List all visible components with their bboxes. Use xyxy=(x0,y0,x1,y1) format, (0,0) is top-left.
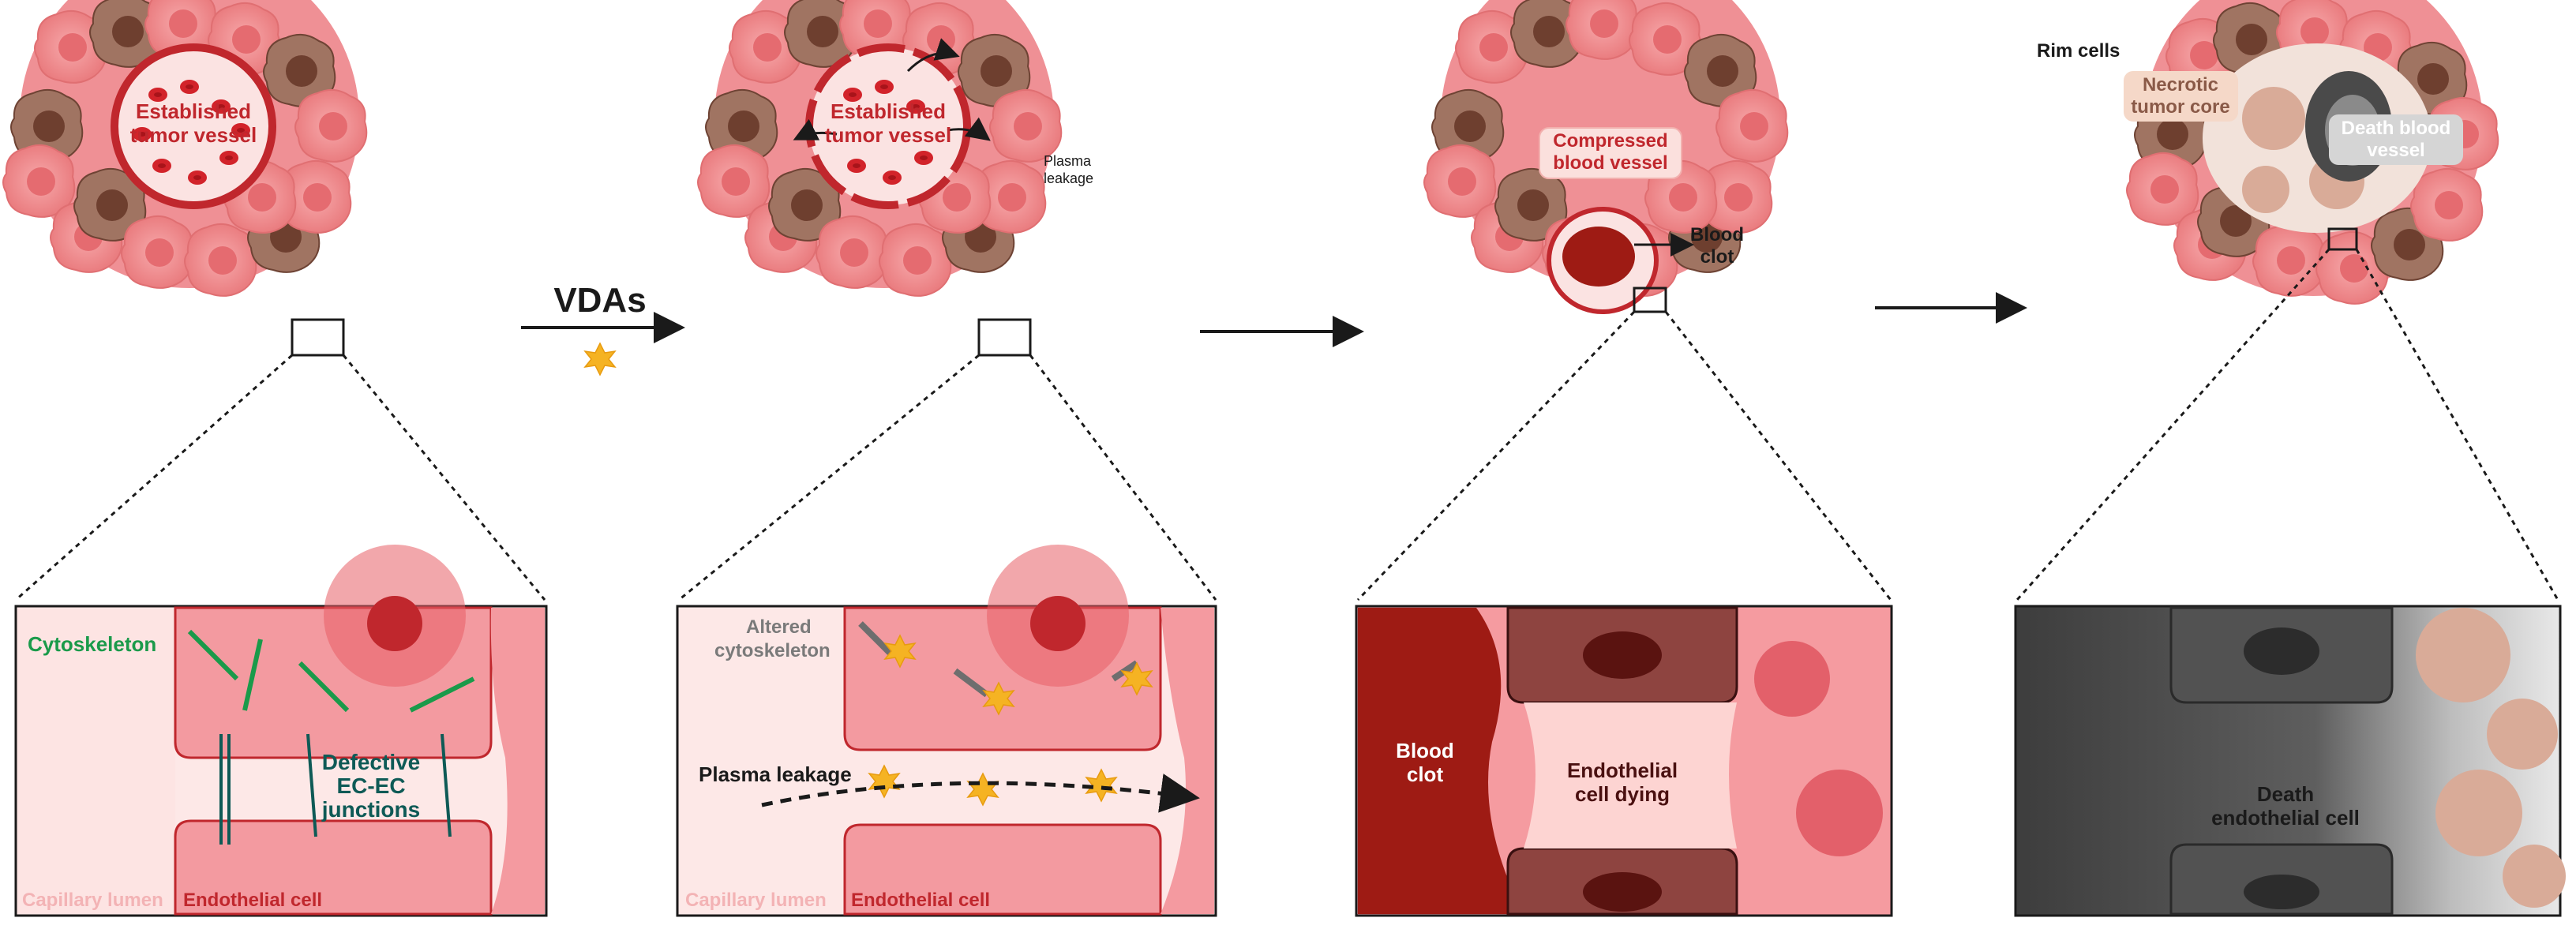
death-vessel-label-b: vessel xyxy=(2367,140,2424,161)
death-vessel-label-a: Death blood xyxy=(2342,118,2451,139)
necrotic-label-b: tumor core xyxy=(2131,96,2229,118)
vessel-label-2a: Established xyxy=(831,99,946,123)
vda-star-icon xyxy=(584,343,616,376)
dying-label-a: Endothelial xyxy=(1567,759,1678,782)
inset-clot-label-b: clot xyxy=(1407,762,1444,786)
plasma-label-a: Plasma xyxy=(1044,153,1092,169)
plasma-leakage-arrow xyxy=(761,774,1200,813)
blood-clot xyxy=(1562,227,1635,287)
lumen-label-1: Capillary lumen xyxy=(22,890,163,911)
vessel-label-1b: tumor vessel xyxy=(130,123,257,147)
plasma-leakage-label: Plasma leakage xyxy=(699,762,852,786)
death-ec-label-b: endothelial cell xyxy=(2211,806,2360,830)
lumen-label-2: Capillary lumen xyxy=(685,890,827,911)
tumor-panel-1 xyxy=(2,0,368,357)
death-ec-label-a: Death xyxy=(2257,782,2314,806)
cytoskeleton-fibers xyxy=(187,629,475,713)
junction-label-c: junctions xyxy=(321,797,420,822)
altered-label-b: cytoskeleton xyxy=(714,640,831,661)
zoom-box xyxy=(977,318,1032,357)
vessel-label-1a: Established xyxy=(136,99,251,123)
cytoskeleton-label: Cytoskeleton xyxy=(28,632,156,656)
compressed-label-a: Compressed xyxy=(1553,130,1667,152)
dying-label-b: cell dying xyxy=(1575,782,1670,806)
tumor-panel-4 xyxy=(2124,0,2499,305)
zoom-line xyxy=(15,354,293,601)
vessel-label-2b: tumor vessel xyxy=(825,123,951,147)
tumor-panel-2 xyxy=(697,0,1063,357)
endothelial-label-1: Endothelial cell xyxy=(183,890,322,911)
rim-cells-label: Rim cells xyxy=(2037,40,2120,62)
zoom-box xyxy=(2327,227,2358,251)
zoom-box xyxy=(1633,287,1667,313)
inset-panel-2 xyxy=(676,545,1217,917)
zoom-box xyxy=(291,318,345,357)
altered-label-a: Altered xyxy=(746,616,812,638)
inset-clot-label-a: Blood xyxy=(1396,739,1454,762)
clot-label-b: clot xyxy=(1700,246,1734,268)
necrotic-label-a: Necrotic xyxy=(2143,74,2218,96)
inset-panel-1 xyxy=(14,545,548,917)
junction-proteins xyxy=(219,733,452,845)
junction-label-b: EC-EC xyxy=(336,774,405,798)
compressed-label-b: blood vessel xyxy=(1553,152,1667,174)
vdas-label: VDAs xyxy=(553,281,646,320)
inset-panel-4 xyxy=(2014,605,2566,917)
clot-label-a: Blood xyxy=(1690,224,1744,245)
tumor-panel-3 xyxy=(1423,0,1789,314)
endothelial-label-2: Endothelial cell xyxy=(851,890,990,911)
clot-mass xyxy=(1358,608,1524,914)
junction-label-a: Defective xyxy=(322,750,421,774)
plasma-label-b: leakage xyxy=(1044,170,1093,186)
inset-panel-3 xyxy=(1355,605,1893,917)
